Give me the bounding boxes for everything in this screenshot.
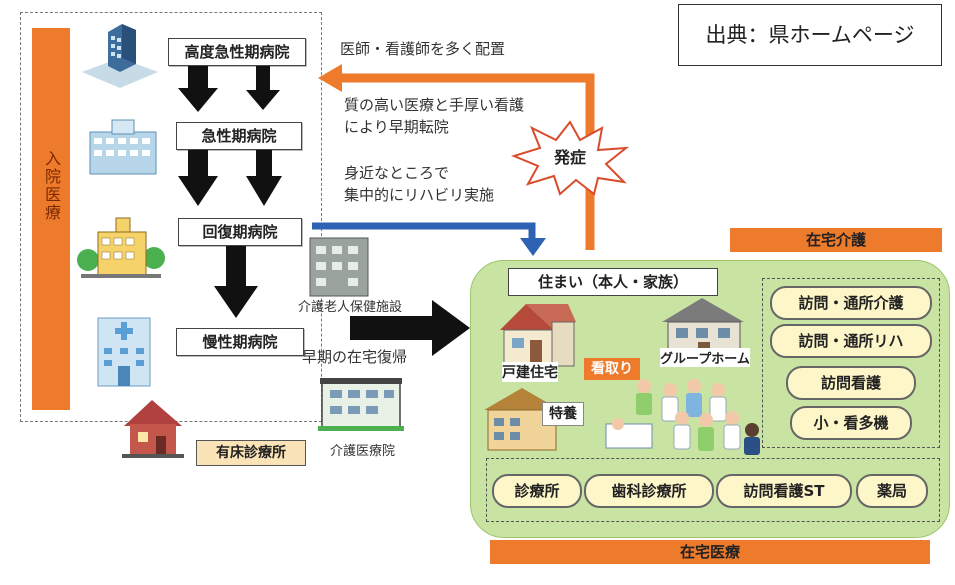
care-service-visit-daycare: 訪問・通所介護: [770, 286, 932, 320]
care-service-multi-function: 小・看多機: [790, 406, 912, 440]
nursing-health-facility-icon: [309, 237, 369, 297]
medical-service-clinic: 診療所: [492, 474, 582, 508]
tier-chronic: 慢性期病院: [176, 328, 304, 356]
home-medical-label: 在宅医療: [679, 543, 740, 561]
tier-acute: 急性期病院: [176, 122, 302, 150]
source-label: 出典：県ホームページ: [705, 23, 915, 47]
special-nursing-label: 特養: [542, 402, 584, 426]
end-of-life-label: 看取り: [584, 358, 640, 380]
onset-burst-icon: [511, 120, 630, 196]
chronic-building-icon: [97, 317, 151, 387]
care-service-visit-rehab: 訪問・通所リハ: [770, 324, 932, 358]
residence-title: 住まい（本人・家族）: [508, 268, 718, 296]
clinic-label: 有床診療所: [196, 440, 306, 466]
home-care-label: 在宅介護: [805, 231, 866, 249]
high-acute-building-icon: [82, 24, 158, 88]
medical-services-frame: [486, 458, 940, 522]
note-staffing: 医師・看護師を多く配置: [340, 40, 506, 58]
medical-service-visit-nursing-station: 訪問看護ST: [716, 474, 852, 508]
note-rehab-2: 集中的にリハビリ実施: [344, 186, 495, 204]
nursing-health-facility-label: 介護老人保健施設: [298, 300, 403, 315]
home-care-bar: 在宅介護: [730, 228, 942, 252]
note-early-return: 早期の在宅復帰: [302, 348, 408, 366]
note-quality-1: 質の高い医療と手厚い看護: [344, 96, 525, 114]
detached-house-icon: [500, 304, 576, 367]
inpatient-bar: [32, 28, 70, 410]
home-medical-bar: 在宅医療: [490, 540, 930, 564]
onset-label: 発症: [553, 148, 586, 167]
source-label-box: 出典：県ホームページ: [678, 4, 942, 66]
recovery-building-icon: [77, 217, 165, 278]
inpatient-label: 入院医療: [42, 150, 61, 222]
care-service-visit-nursing: 訪問看護: [786, 366, 916, 400]
note-rehab-1: 身近なところで: [344, 164, 450, 182]
clinic-house-icon: [122, 400, 184, 458]
medical-service-pharmacy: 薬局: [856, 474, 928, 508]
tier-recovery: 回復期病院: [178, 218, 302, 246]
acute-building-icon: [89, 119, 157, 175]
group-home-label: グループホーム: [660, 348, 750, 367]
note-quality-2: により早期転院: [344, 118, 449, 136]
tier-high-acute: 高度急性期病院: [168, 38, 306, 66]
care-team-people-icon: [605, 379, 760, 455]
care-services-frame: [762, 278, 940, 448]
medical-service-dental: 歯科診療所: [584, 474, 714, 508]
nursing-care-hospital-label: 介護医療院: [330, 444, 396, 459]
house-label: 戸建住宅: [502, 362, 558, 382]
nursing-care-hospital-icon: [318, 378, 404, 431]
